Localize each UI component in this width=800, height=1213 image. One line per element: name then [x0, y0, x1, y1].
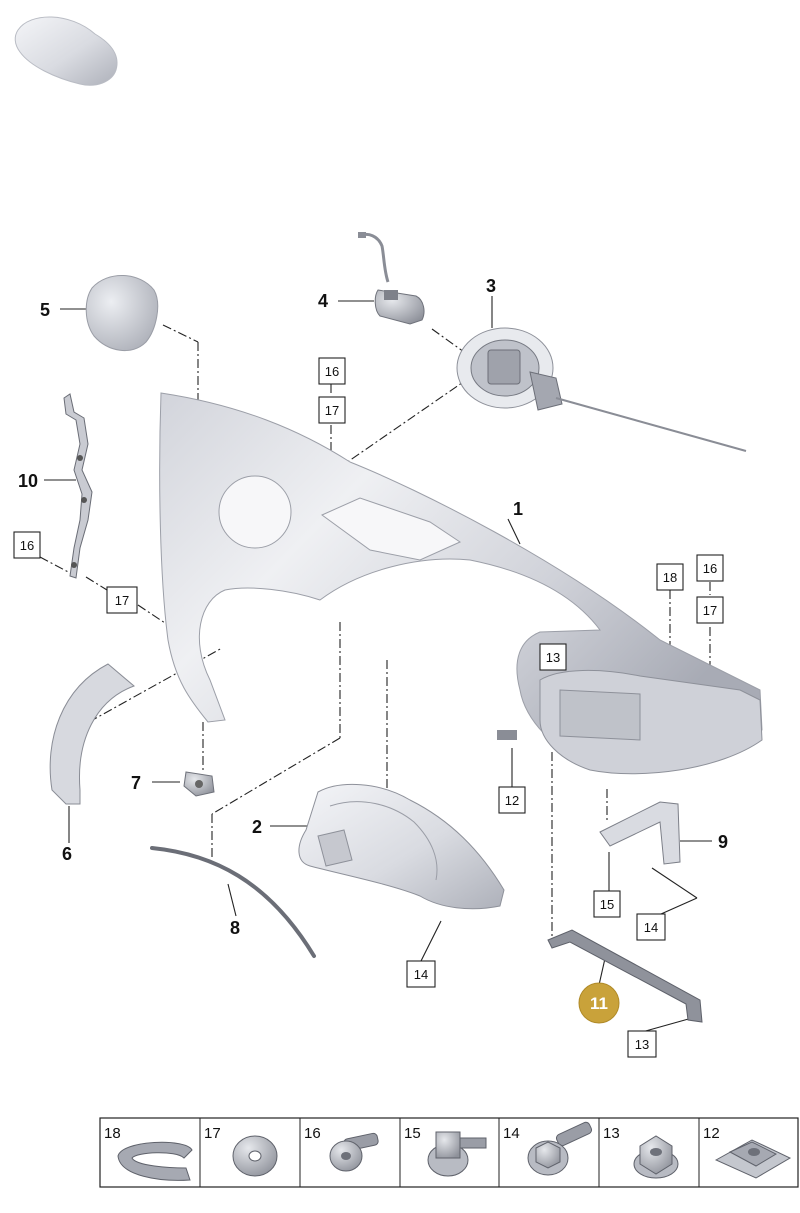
hex-nut-icon [633, 1135, 679, 1179]
callout-6: 6 [62, 844, 72, 864]
highlight-callout-11[interactable]: 11 [578, 982, 620, 1024]
box-15: 15 [600, 897, 614, 912]
flap-actuator-part [358, 232, 425, 325]
box-12: 12 [505, 793, 519, 808]
legend-cell-17[interactable]: 17 [204, 1125, 278, 1177]
callout-7: 7 [131, 773, 141, 793]
speed-clip-icon [714, 1139, 792, 1179]
wheelhouse-panel-part [298, 784, 505, 910]
legend-number-16: 16 [304, 1125, 321, 1142]
box-16-right: 16 [703, 561, 717, 576]
filler-housing-part [456, 327, 747, 452]
mounting-strip-part [63, 393, 93, 579]
stay-rod-part [547, 929, 703, 1023]
callouts: 5 4 3 10 1 2 7 6 8 9 [18, 276, 728, 938]
front-fender-part [159, 392, 763, 775]
legend-number-17: 17 [204, 1125, 221, 1142]
callout-3: 3 [486, 276, 496, 296]
legend-cell-18[interactable]: 18 [104, 1125, 193, 1181]
box-13-mid: 13 [546, 650, 560, 665]
fuel-flap-part [85, 275, 159, 352]
arch-trim-part [49, 663, 135, 805]
box-17-right: 17 [703, 603, 717, 618]
box-16-left: 16 [20, 538, 34, 553]
washer-icon [232, 1135, 278, 1177]
callout-1: 1 [513, 499, 523, 519]
legend-cell-12[interactable]: 12 [703, 1125, 792, 1179]
legend-cell-16[interactable]: 16 [304, 1125, 379, 1172]
flange-nut-icon [427, 1131, 487, 1177]
box-17-left: 17 [115, 593, 129, 608]
box-16-top: 16 [325, 364, 339, 379]
highlight-number: 11 [590, 994, 608, 1013]
legend-cell-14[interactable]: 14 [503, 1121, 593, 1176]
callout-2: 2 [252, 817, 262, 837]
legend-number-18: 18 [104, 1125, 121, 1142]
bolt-icon [329, 1132, 379, 1172]
u-shim-icon [117, 1141, 193, 1181]
box-13-bottom: 13 [635, 1037, 649, 1052]
callout-10: 10 [18, 471, 38, 491]
legend-cell-15[interactable]: 15 [404, 1125, 487, 1177]
legend-number-15: 15 [404, 1125, 421, 1142]
clip-part [183, 771, 215, 797]
callout-9: 9 [718, 832, 728, 852]
legend-number-12: 12 [703, 1125, 720, 1142]
seal-strip-part [150, 846, 316, 958]
callout-5: 5 [40, 300, 50, 320]
box-18: 18 [663, 570, 677, 585]
support-bracket-part [599, 801, 681, 865]
flange-bolt-icon [527, 1121, 593, 1176]
box-14-bottom: 14 [414, 967, 428, 982]
callout-8: 8 [230, 918, 240, 938]
callout-4: 4 [318, 291, 328, 311]
legend-number-13: 13 [603, 1125, 620, 1142]
vehicle-thumbnail [14, 16, 118, 86]
boxed-refs: 16 17 16 17 13 12 18 16 17 15 14 14 13 [13, 357, 724, 1058]
legend-cell-13[interactable]: 13 [603, 1125, 679, 1179]
box-17-top: 17 [325, 403, 339, 418]
fastener-legend: 18 17 16 15 14 [99, 1117, 799, 1188]
legend-number-14: 14 [503, 1125, 520, 1142]
box-14-right: 14 [644, 920, 658, 935]
